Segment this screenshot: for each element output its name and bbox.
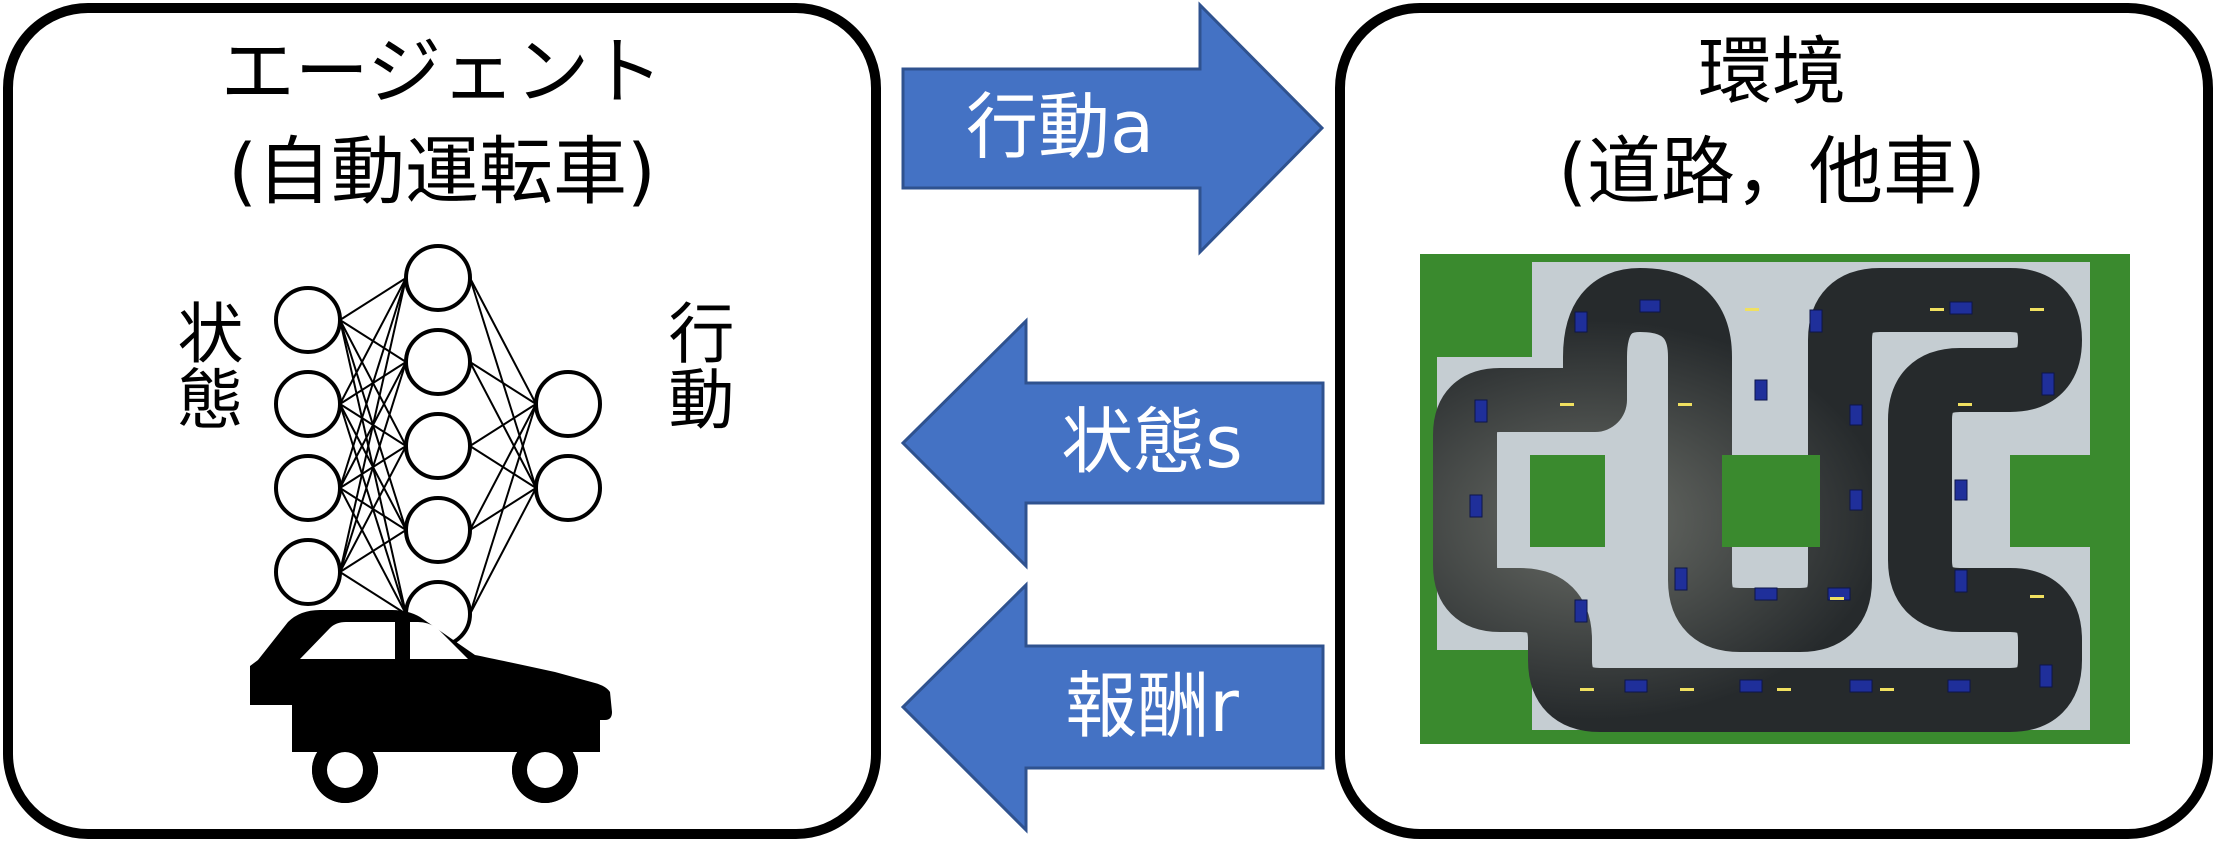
nn-node bbox=[404, 328, 472, 396]
nn-edge bbox=[469, 403, 537, 531]
nn-node bbox=[534, 454, 602, 522]
nn-edge bbox=[339, 277, 407, 405]
nn-edge bbox=[469, 277, 537, 405]
action-arrow: 行動a bbox=[901, 1, 1325, 256]
nn-edge bbox=[469, 361, 537, 405]
nn-edge bbox=[339, 571, 407, 615]
nn-edge bbox=[469, 487, 537, 615]
nn-node bbox=[404, 412, 472, 480]
nn-node bbox=[404, 244, 472, 312]
state-vertical-label: 状態 bbox=[167, 299, 244, 431]
agent-title: エージェント bbox=[221, 29, 664, 115]
action-vertical-label: 行動 bbox=[658, 299, 735, 431]
car-icon bbox=[250, 610, 612, 803]
reward-arrow-label: 報酬r bbox=[1065, 664, 1239, 748]
nn-edge bbox=[339, 529, 407, 573]
nn-node bbox=[274, 370, 342, 438]
nn-node bbox=[404, 496, 472, 564]
nn-node bbox=[534, 370, 602, 438]
state-arrow: 状態s bbox=[900, 317, 1325, 570]
nn-edge bbox=[339, 277, 407, 489]
nn-edge bbox=[339, 277, 407, 321]
road-map-image bbox=[1420, 254, 2130, 744]
nn-edge bbox=[339, 445, 407, 573]
environment-subtitle: (道路，他車) bbox=[1558, 129, 1986, 215]
reward-arrow: 報酬r bbox=[900, 581, 1325, 834]
agent-subtitle: (自動運転車) bbox=[228, 129, 656, 215]
nn-edge bbox=[339, 361, 407, 573]
action-arrow-label: 行動a bbox=[966, 85, 1154, 169]
nn-edge bbox=[339, 277, 407, 573]
nn-node bbox=[274, 454, 342, 522]
nn-edge bbox=[469, 403, 537, 447]
state-arrow-label: 状態s bbox=[1061, 400, 1243, 484]
nn-node bbox=[274, 286, 342, 354]
neural-network-icon bbox=[274, 244, 602, 648]
environment-title: 環境 bbox=[1698, 29, 1846, 115]
nn-edge bbox=[469, 403, 537, 615]
nn-node bbox=[274, 538, 342, 606]
